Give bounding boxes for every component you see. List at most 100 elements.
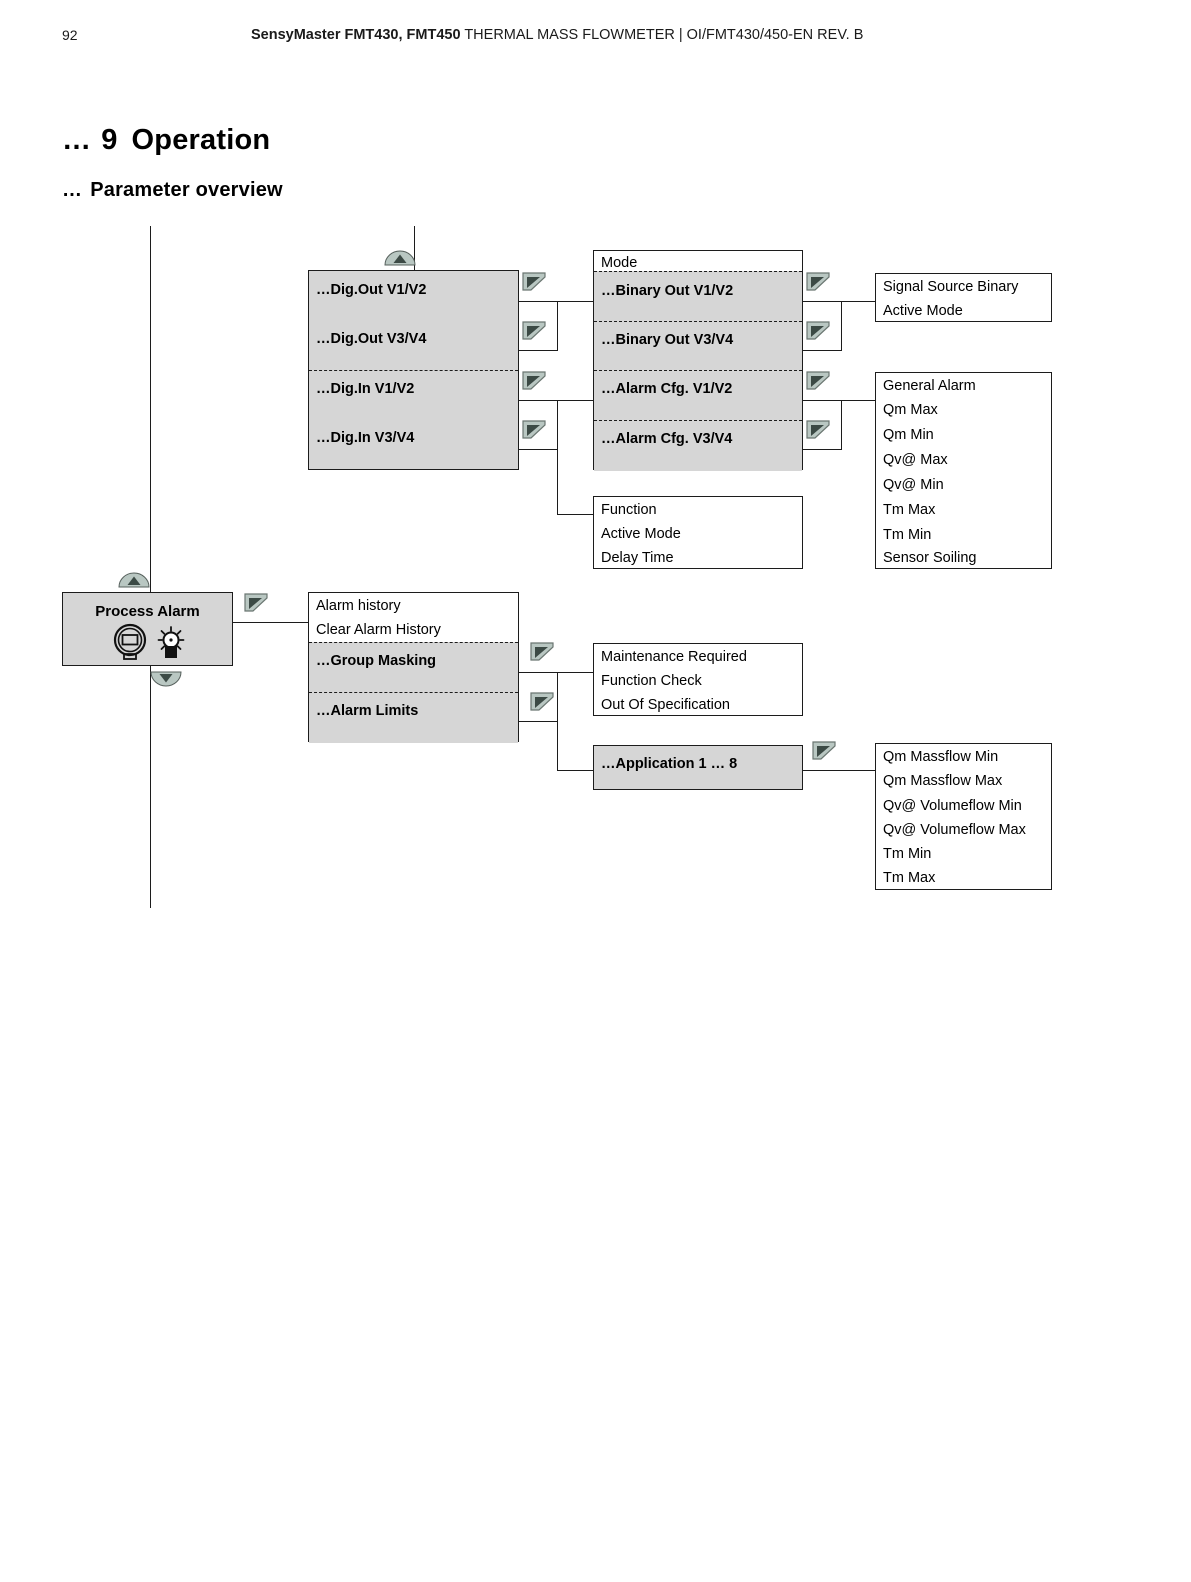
menu-item-label: …Dig.Out V3/V4 bbox=[316, 331, 427, 347]
status-box[interactable]: Maintenance Required Function Check Out … bbox=[593, 643, 803, 716]
conn-application-box bbox=[557, 770, 594, 772]
menu-item-binary-out-v3v4[interactable]: …Binary Out V3/V4 bbox=[594, 321, 802, 370]
function-box[interactable]: Function Active Mode Delay Time bbox=[593, 496, 803, 569]
list-item-label: Qm Min bbox=[883, 427, 934, 443]
menu-item-dig-in-v1v2[interactable]: …Dig.In V1/V2 bbox=[309, 370, 518, 420]
submenu-flag-icon[interactable] bbox=[521, 370, 547, 391]
menu-item-label: …Binary Out V1/V2 bbox=[601, 283, 734, 299]
list-item-label: Qm Max bbox=[883, 402, 938, 418]
list-item-label: Tm Max bbox=[883, 870, 936, 886]
list-item-label: Qv@ Max bbox=[883, 452, 948, 468]
list-item-label: Qv@ Min bbox=[883, 477, 944, 493]
list-item: Tm Min bbox=[876, 523, 1051, 547]
menu-item-label: Clear Alarm History bbox=[316, 622, 441, 638]
dig-io-box[interactable]: …Dig.Out V1/V2 …Dig.Out V3/V4 …Dig.In V1… bbox=[308, 270, 519, 470]
process-alarm-box[interactable]: Process Alarm bbox=[62, 592, 233, 666]
menu-item-alarm-limits[interactable]: …Alarm Limits bbox=[309, 692, 518, 743]
menu-item-label: …Alarm Cfg. V1/V2 bbox=[601, 381, 733, 397]
menu-item-group-masking[interactable]: …Group Masking bbox=[309, 642, 518, 692]
alarm-menu-box[interactable]: Alarm history Clear Alarm History …Group… bbox=[308, 592, 519, 743]
chapter-title: Operation bbox=[131, 124, 271, 156]
list-item: Qm Massflow Max bbox=[876, 769, 1051, 794]
list-item: Qm Max bbox=[876, 398, 1051, 423]
conn-limits-box bbox=[803, 770, 878, 772]
conn-digout-v1v2 bbox=[519, 301, 594, 303]
menu-item-alarm-history[interactable]: Alarm history bbox=[309, 593, 518, 618]
submenu-flag-icon[interactable] bbox=[805, 370, 831, 391]
menu-item-dig-out-v1v2[interactable]: …Dig.Out V1/V2 bbox=[309, 271, 518, 321]
signal-source-box[interactable]: Signal Source Binary Active Mode bbox=[875, 273, 1052, 322]
list-item: Delay Time bbox=[594, 546, 802, 570]
menu-item-label: Mode bbox=[601, 255, 638, 271]
list-item-label: Function bbox=[601, 502, 657, 518]
application-box[interactable]: …Application 1 … 8 bbox=[593, 745, 803, 790]
conn-digin-v1v2 bbox=[519, 400, 594, 402]
submenu-flag-icon[interactable] bbox=[521, 320, 547, 341]
list-item-label: General Alarm bbox=[883, 378, 976, 394]
scroll-up-dome-icon bbox=[384, 250, 416, 266]
menu-item-application[interactable]: …Application 1 … 8 bbox=[594, 746, 802, 791]
menu-item-dig-out-v3v4[interactable]: …Dig.Out V3/V4 bbox=[309, 321, 518, 370]
menu-item-binary-out-v1v2[interactable]: …Binary Out V1/V2 bbox=[594, 271, 802, 321]
submenu-flag-icon[interactable] bbox=[529, 641, 555, 662]
list-item-label: Function Check bbox=[601, 673, 702, 689]
menu-item-label: …Binary Out V3/V4 bbox=[601, 332, 734, 348]
conn-alarmcfg-drop bbox=[841, 400, 843, 449]
conn-process-alarm bbox=[233, 622, 310, 624]
header-product-name: SensyMaster FMT430, FMT450 bbox=[251, 27, 461, 43]
submenu-flag-icon[interactable] bbox=[805, 320, 831, 341]
menu-item-clear-alarm-history[interactable]: Clear Alarm History bbox=[309, 618, 518, 642]
conn-binary-v3v4 bbox=[803, 350, 842, 352]
menu-item-label: …Dig.In V3/V4 bbox=[316, 430, 415, 446]
list-item-label: Qm Massflow Min bbox=[883, 749, 999, 765]
submenu-flag-icon[interactable] bbox=[521, 271, 547, 292]
conn-group-masking bbox=[519, 672, 594, 674]
submenu-flag-icon[interactable] bbox=[529, 691, 555, 712]
conn-binary-drop bbox=[841, 301, 843, 350]
list-item: Qv@ Max bbox=[876, 448, 1051, 473]
list-item: Qv@ Volumeflow Max bbox=[876, 818, 1051, 842]
list-item: Active Mode bbox=[876, 299, 1051, 323]
list-item-label: Signal Source Binary bbox=[883, 279, 1019, 295]
list-item: Qm Min bbox=[876, 423, 1051, 448]
submenu-flag-icon[interactable] bbox=[243, 592, 269, 613]
alarm-lamp-icon bbox=[157, 626, 184, 658]
menu-item-label: …Group Masking bbox=[316, 653, 437, 669]
menu-item-dig-in-v3v4[interactable]: …Dig.In V3/V4 bbox=[309, 420, 518, 471]
document-header: SensyMaster FMT430, FMT450 THERMAL MASS … bbox=[251, 27, 863, 43]
spine-line-upper bbox=[150, 226, 152, 606]
menu-item-alarm-cfg-v3v4[interactable]: …Alarm Cfg. V3/V4 bbox=[594, 420, 802, 471]
header-product-type: THERMAL MASS FLOWMETER bbox=[464, 27, 675, 43]
section-title: … Parameter overview bbox=[62, 179, 283, 202]
section-title-text: Parameter overview bbox=[90, 179, 283, 201]
limits-box[interactable]: Qm Massflow Min Qm Massflow Max Qv@ Volu… bbox=[875, 743, 1052, 890]
binary-alarm-box[interactable]: Mode …Binary Out V1/V2 …Binary Out V3/V4… bbox=[593, 250, 803, 471]
list-item: Maintenance Required bbox=[594, 644, 802, 669]
list-item: Function Check bbox=[594, 669, 802, 693]
chapter-dots: … bbox=[62, 124, 92, 156]
list-item-label: Sensor Soiling bbox=[883, 550, 977, 566]
list-item-label: Qv@ Volumeflow Min bbox=[883, 798, 1022, 814]
general-alarm-box[interactable]: General Alarm Qm Max Qm Min Qv@ Max Qv@ … bbox=[875, 372, 1052, 569]
conn-alarmcfg-v1v2 bbox=[803, 400, 878, 402]
list-item: Signal Source Binary bbox=[876, 274, 1051, 299]
submenu-flag-icon[interactable] bbox=[811, 740, 837, 761]
list-item: Qm Massflow Min bbox=[876, 744, 1051, 769]
conn-alarmcfg-v3v4 bbox=[803, 449, 842, 451]
submenu-flag-icon[interactable] bbox=[805, 419, 831, 440]
conn-digin-drop bbox=[557, 400, 559, 515]
header-doc-code: OI/FMT430/450-EN REV. B bbox=[686, 27, 864, 43]
conn-digout-v3v4 bbox=[519, 350, 558, 352]
section-dots: … bbox=[62, 179, 83, 201]
menu-item-alarm-cfg-v1v2[interactable]: …Alarm Cfg. V1/V2 bbox=[594, 370, 802, 420]
submenu-flag-icon[interactable] bbox=[521, 419, 547, 440]
list-item-label: Out Of Specification bbox=[601, 697, 730, 713]
conn-digout-v3v4-drop bbox=[557, 301, 559, 350]
menu-item-mode[interactable]: Mode bbox=[594, 251, 802, 271]
list-item: Tm Max bbox=[876, 498, 1051, 523]
conn-binary-v1v2 bbox=[803, 301, 878, 303]
submenu-flag-icon[interactable] bbox=[805, 271, 831, 292]
list-item-label: Maintenance Required bbox=[601, 649, 747, 665]
conn-digin-v3v4 bbox=[519, 449, 558, 451]
